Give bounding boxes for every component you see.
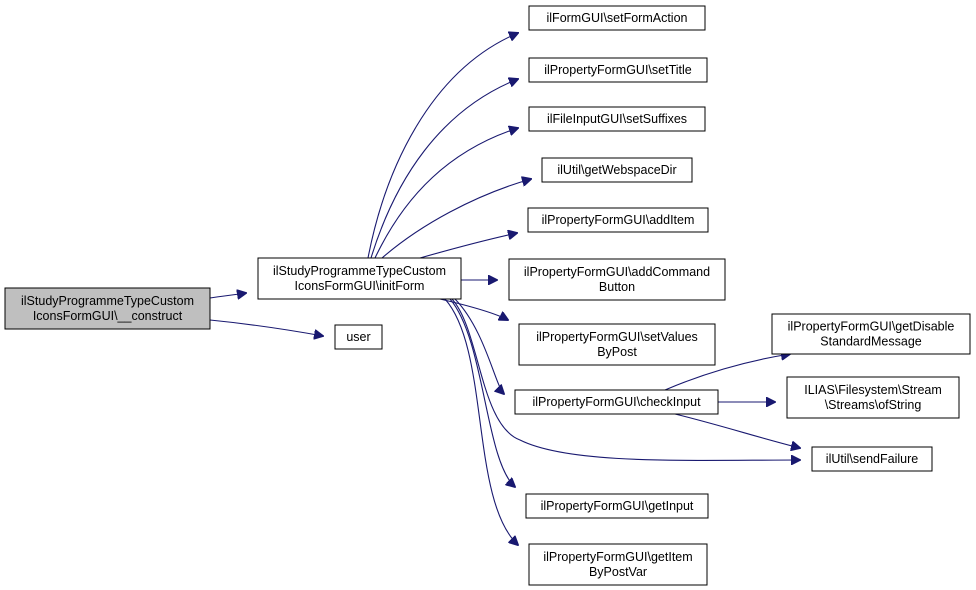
node-n2[interactable]: user [334, 324, 383, 350]
node-label: ByPost [597, 345, 637, 359]
node-box[interactable] [528, 57, 708, 83]
node-label: ByPostVar [589, 565, 647, 579]
node-label: ilUtil\sendFailure [826, 452, 918, 466]
node-n10[interactable]: ilPropertyFormGUI\checkInput [514, 389, 719, 415]
node-label: IconsFormGUI\initForm [295, 279, 425, 293]
node-box[interactable] [528, 5, 706, 31]
node-n11[interactable]: ilPropertyFormGUI\getInput [525, 493, 709, 519]
node-box[interactable] [786, 376, 960, 419]
node-box[interactable] [514, 389, 719, 415]
node-label: ilStudyProgrammeTypeCustom [273, 264, 446, 278]
node-label: user [346, 330, 370, 344]
node-n6[interactable]: ilUtil\getWebspaceDir [541, 157, 693, 183]
node-box[interactable] [527, 207, 709, 233]
node-box[interactable] [334, 324, 383, 350]
edge-n1-n11 [449, 298, 515, 487]
node-n1[interactable]: ilStudyProgrammeTypeCustomIconsFormGUI\i… [257, 257, 462, 300]
edge-n1-n5 [374, 128, 518, 259]
node-box[interactable] [257, 257, 462, 300]
node-n7[interactable]: ilPropertyFormGUI\addItem [527, 207, 709, 233]
node-label: ilPropertyFormGUI\getItem [543, 550, 692, 564]
node-label: IconsFormGUI\__construct [33, 309, 183, 323]
node-n0[interactable]: ilStudyProgrammeTypeCustomIconsFormGUI\_… [4, 287, 211, 330]
node-label: ilPropertyFormGUI\setValues [536, 330, 698, 344]
edges-layer [209, 33, 800, 545]
node-box[interactable] [811, 446, 933, 472]
node-box[interactable] [528, 106, 706, 132]
node-label: ILIAS\Filesystem\Stream [804, 383, 942, 397]
node-label: \Streams\ofString [825, 398, 922, 412]
node-label: ilPropertyFormGUI\checkInput [532, 395, 701, 409]
node-n5[interactable]: ilFileInputGUI\setSuffixes [528, 106, 706, 132]
node-box[interactable] [525, 493, 709, 519]
node-n14[interactable]: ILIAS\Filesystem\Stream\Streams\ofString [786, 376, 960, 419]
node-n13[interactable]: ilPropertyFormGUI\getDisableStandardMess… [771, 313, 971, 355]
node-box[interactable] [4, 287, 211, 330]
node-n15[interactable]: ilUtil\sendFailure [811, 446, 933, 472]
node-label: Button [599, 280, 635, 294]
node-box[interactable] [771, 313, 971, 355]
edge-n10-n13 [664, 354, 790, 391]
node-box[interactable] [528, 543, 708, 586]
node-label: ilStudyProgrammeTypeCustom [21, 294, 194, 308]
edge-n10-n15 [674, 413, 800, 448]
edge-n1-n12 [444, 298, 518, 545]
node-label: ilPropertyFormGUI\addCommand [524, 265, 710, 279]
node-label: ilFileInputGUI\setSuffixes [547, 112, 687, 126]
edge-n1-n9 [439, 298, 508, 320]
node-box[interactable] [518, 323, 716, 366]
edge-n1-n7 [419, 233, 517, 259]
edge-n0-n1 [209, 293, 246, 298]
node-box[interactable] [541, 157, 693, 183]
node-label: ilPropertyFormGUI\getInput [541, 499, 694, 513]
node-label: ilFormGUI\setFormAction [547, 11, 688, 25]
node-label: ilPropertyFormGUI\getDisable [788, 320, 955, 334]
node-label: ilPropertyFormGUI\setTitle [544, 63, 692, 77]
node-label: ilUtil\getWebspaceDir [557, 163, 676, 177]
edge-n1-n6 [381, 179, 531, 259]
node-label: ilPropertyFormGUI\addItem [542, 213, 695, 227]
edge-n0-n2 [209, 319, 323, 336]
node-label: StandardMessage [820, 335, 922, 349]
edge-n1-n4 [370, 79, 518, 259]
nodes-layer: ilStudyProgrammeTypeCustomIconsFormGUI\_… [4, 5, 971, 586]
node-box[interactable] [508, 258, 726, 301]
edge-n1-n3 [367, 33, 518, 259]
edge-n1-n15 [451, 298, 800, 460]
node-n3[interactable]: ilFormGUI\setFormAction [528, 5, 706, 31]
node-n4[interactable]: ilPropertyFormGUI\setTitle [528, 57, 708, 83]
edge-n1-n10 [454, 298, 504, 394]
